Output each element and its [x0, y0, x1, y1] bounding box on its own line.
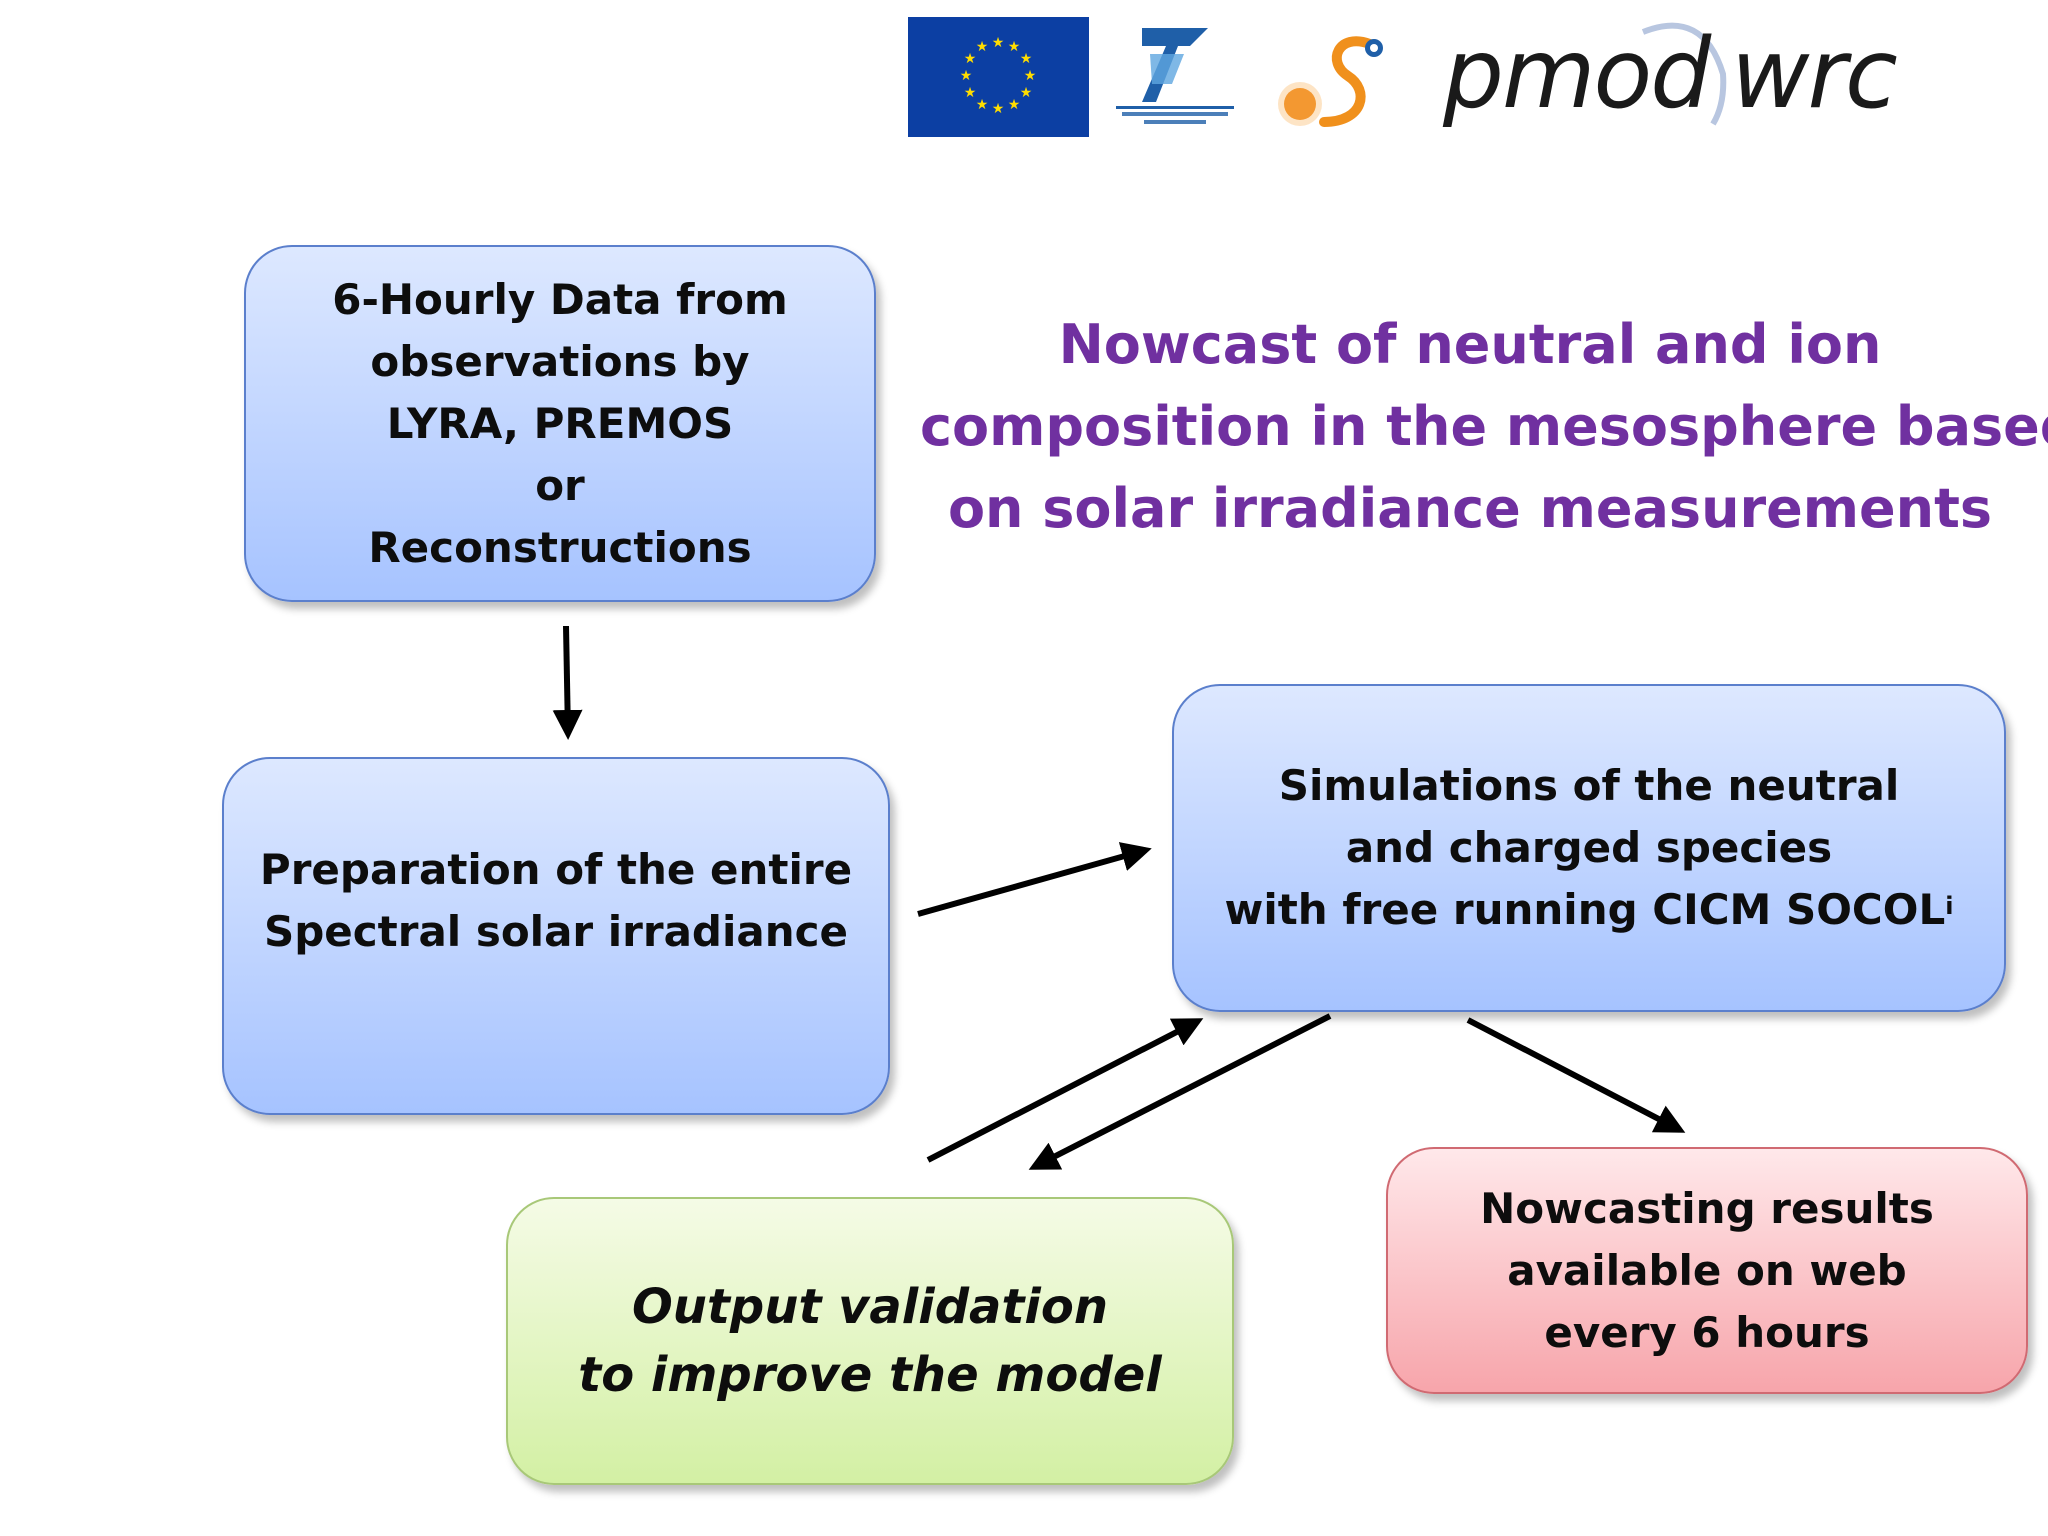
- title-line: on solar irradiance measurements: [947, 477, 1993, 540]
- node-data-source: 6-Hourly Data from observations by LYRA,…: [244, 245, 876, 602]
- node-text: Preparation of the entire: [259, 845, 853, 894]
- node-text: Simulations of the neutral: [1278, 761, 1900, 810]
- svg-text:★: ★: [976, 97, 989, 113]
- footnote-marker: i: [1945, 892, 1954, 920]
- svg-text:★: ★: [964, 51, 977, 67]
- eu-flag-icon: ★ ★ ★ ★ ★ ★ ★ ★ ★ ★ ★ ★: [908, 17, 1089, 137]
- arrow-sim-to-valid: [1028, 1013, 1332, 1170]
- node-text: with free running CICM SOCOL: [1224, 885, 1946, 934]
- svg-text:★: ★: [960, 68, 973, 84]
- diagram-title: Nowcast of neutral and ion composition i…: [920, 304, 2048, 550]
- arrow-valid-to-sim: [926, 1018, 1204, 1163]
- arrow-sim-to-web: [1466, 1017, 1686, 1133]
- svg-text:★: ★: [992, 35, 1005, 51]
- title-line: composition in the mesosphere based: [920, 395, 2048, 458]
- node-text: and charged species: [1345, 823, 1833, 872]
- svg-text:★: ★: [992, 101, 1005, 117]
- pmod-arc-icon: [1641, 22, 1727, 126]
- node-text: or: [535, 460, 585, 510]
- node-text: 6-Hourly Data from: [332, 274, 788, 324]
- wrc-logo-text: wrc: [1731, 18, 1898, 130]
- arrow-prep-to-sim: [917, 842, 1152, 917]
- node-preparation: Preparation of the entire Spectral solar…: [222, 757, 890, 1115]
- pmod-logo-text: pmod: [1443, 18, 1711, 130]
- node-text: observations by: [370, 336, 750, 386]
- node-text: Nowcasting results: [1480, 1183, 1934, 1233]
- title-line: Nowcast of neutral and ion: [1058, 313, 1882, 376]
- node-text-group: with free running CICM SOCOLi: [1225, 879, 1954, 941]
- logo-row: ★ ★ ★ ★ ★ ★ ★ ★ ★ ★ ★ ★: [900, 14, 1900, 144]
- svg-text:★: ★: [976, 39, 989, 55]
- eu-stars-icon: ★ ★ ★ ★ ★ ★ ★ ★ ★ ★ ★ ★: [960, 35, 1037, 117]
- node-text: Output validation: [632, 1279, 1108, 1335]
- node-text: to improve the model: [578, 1347, 1162, 1403]
- node-text: Spectral solar irradiance: [263, 907, 849, 956]
- node-validation: Output validation to improve the model: [506, 1197, 1234, 1485]
- node-nowcasting-results: Nowcasting results available on web ever…: [1386, 1147, 2028, 1394]
- svg-text:★: ★: [1008, 39, 1021, 55]
- node-text: LYRA, PREMOS: [386, 398, 734, 448]
- node-text: every 6 hours: [1544, 1307, 1870, 1357]
- svg-text:★: ★: [1008, 97, 1021, 113]
- node-simulation: Simulations of the neutral and charged s…: [1172, 684, 2006, 1012]
- svg-text:★: ★: [964, 85, 977, 101]
- sun-s-logo: [1278, 22, 1398, 137]
- arrow-data-to-prep: [552, 625, 583, 740]
- node-text: available on web: [1507, 1245, 1907, 1295]
- svg-text:★: ★: [1024, 68, 1037, 84]
- pmod-wrc-logo: pmod wrc: [1433, 14, 1903, 144]
- node-text: Reconstructions: [368, 522, 752, 572]
- svg-text:★: ★: [1020, 85, 1033, 101]
- seventh-framework-programme-logo: [1112, 14, 1238, 134]
- svg-text:★: ★: [1020, 51, 1033, 67]
